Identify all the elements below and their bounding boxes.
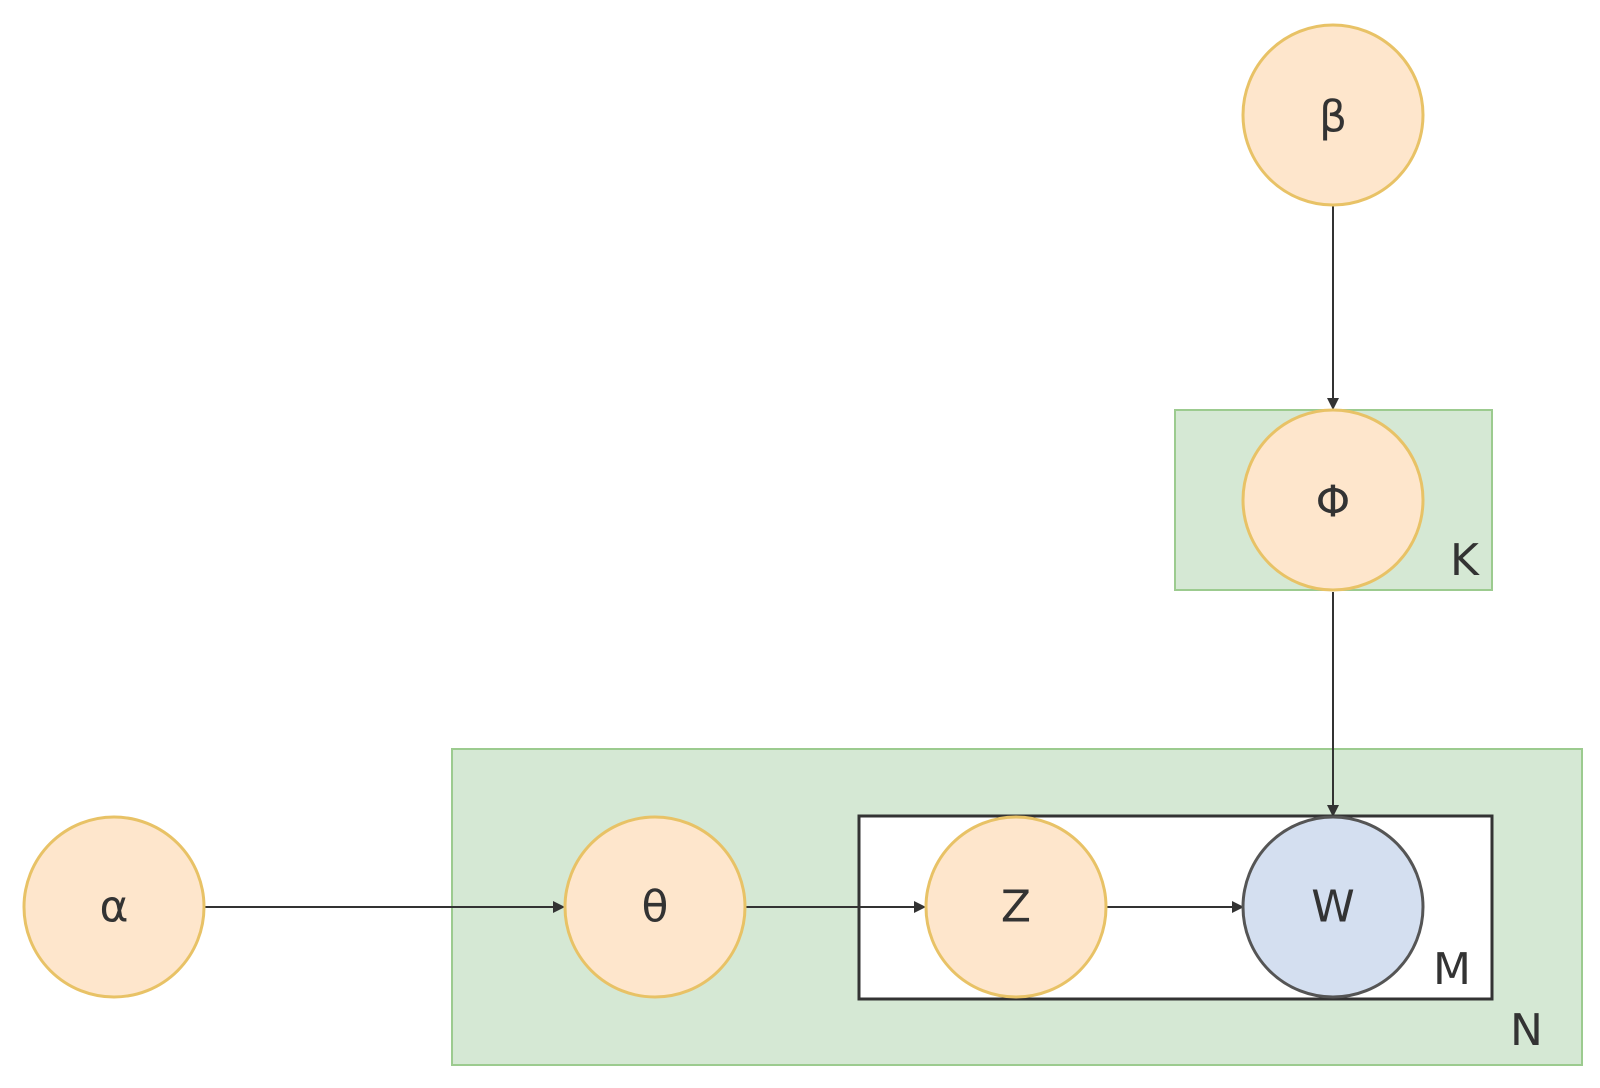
node-alpha-circle bbox=[22, 815, 206, 999]
node-z-label: Z bbox=[1001, 882, 1031, 933]
node-alpha-label: α bbox=[99, 882, 128, 933]
node-w-label: W bbox=[1311, 882, 1355, 933]
node-w-circle bbox=[1241, 815, 1425, 999]
node-alpha[interactable]: α bbox=[22, 815, 206, 999]
node-w[interactable]: W bbox=[1241, 815, 1425, 999]
plate-k-label: K bbox=[1450, 535, 1480, 586]
node-phi-label: Φ bbox=[1316, 477, 1351, 528]
node-phi-circle bbox=[1241, 408, 1425, 592]
node-theta-label: θ bbox=[642, 882, 669, 933]
node-z[interactable]: Z bbox=[924, 815, 1108, 999]
node-phi[interactable]: Φ bbox=[1241, 408, 1425, 592]
node-beta[interactable]: β bbox=[1241, 23, 1425, 207]
node-z-circle bbox=[924, 815, 1108, 999]
node-theta-circle bbox=[563, 815, 747, 999]
node-theta[interactable]: θ bbox=[563, 815, 747, 999]
node-beta-label: β bbox=[1319, 92, 1347, 143]
plate-n-label: N bbox=[1510, 1005, 1543, 1056]
node-beta-circle bbox=[1241, 23, 1425, 207]
plate-m-label: M bbox=[1433, 944, 1471, 995]
